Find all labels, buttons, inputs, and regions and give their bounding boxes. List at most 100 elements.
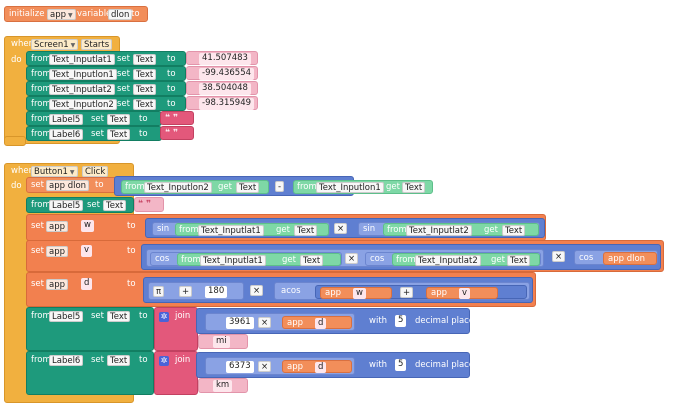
property-dropdown[interactable]: Text [300, 255, 324, 266]
button1-component-dropdown[interactable]: Button1▼ [31, 166, 78, 177]
component-dropdown[interactable]: Text_Inputlon2 [49, 99, 117, 110]
sin-lat2-block[interactable]: sin from Text_Inputlat2 get Text [358, 222, 540, 236]
set-app-d-block[interactable]: set app d to π + 180 × acos app w + [26, 272, 536, 307]
acos-block[interactable]: acos app w + app v [274, 282, 530, 300]
text-property-dropdown[interactable]: Text [107, 311, 131, 322]
scope-dropdown[interactable]: app [46, 221, 68, 232]
cos-lat1-block[interactable]: cos from Text_Inputlat1 get Text [150, 252, 342, 266]
text-property-dropdown[interactable]: Text [107, 129, 131, 140]
minus-block[interactable]: from Text_Inputlon2 get Text - from Text… [114, 176, 433, 196]
text-property-dropdown[interactable]: Text [107, 114, 131, 125]
d-var-name[interactable]: d [81, 278, 93, 290]
component-dropdown[interactable]: Text_Inputlat1 [198, 225, 264, 236]
sin-lat1-block[interactable]: sin from Text_Inputlat1 get Text [152, 222, 330, 236]
unit-string-mi[interactable]: mi [198, 334, 248, 349]
component-dropdown[interactable]: Text_Inputlat2 [49, 84, 115, 95]
component-dropdown[interactable]: Text_Inputlon2 [144, 182, 212, 193]
label5-dropdown[interactable]: Label5 [49, 311, 84, 322]
component-dropdown[interactable]: Text_Inputlat1 [49, 54, 115, 65]
get-text-inputlon2-block[interactable]: from Text_Inputlon2 get Text [121, 180, 269, 194]
plus-operator[interactable]: + [400, 287, 414, 298]
string-block[interactable]: 41.507483 [186, 51, 258, 65]
set-app-w-block[interactable]: set app w to sin from Text_Inputlat1 get… [26, 214, 546, 241]
divide-operator[interactable]: + [179, 286, 193, 297]
gear-icon[interactable]: ✲ [159, 356, 169, 366]
text-property-dropdown[interactable]: Text [103, 200, 127, 211]
minus-operator-dropdown[interactable]: - [275, 181, 285, 192]
component-dropdown[interactable]: Text_Inputlon1 [316, 182, 384, 193]
screen1-component-dropdown[interactable]: Screen1▼ [31, 39, 79, 50]
init-scope-field[interactable]: app▼ [47, 9, 76, 20]
number-3961[interactable]: 3961 [226, 317, 254, 329]
times-operator[interactable]: × [258, 317, 272, 328]
empty-string-block[interactable]: ❝ ❞ [134, 197, 164, 212]
get-app-w-block[interactable]: app w [320, 287, 392, 299]
w-var-name[interactable]: w [81, 220, 94, 232]
unit-string-km[interactable]: km [198, 378, 248, 393]
string-value[interactable]: -98.315949 [199, 98, 255, 110]
string-block[interactable]: ❝ ❞ [160, 111, 194, 125]
component-dropdown[interactable]: Label6 [49, 129, 84, 140]
places-number[interactable]: 5 [395, 315, 407, 327]
pi-divide-block[interactable]: π + 180 [148, 282, 244, 300]
w-name[interactable]: w [353, 288, 366, 299]
component-dropdown[interactable]: Text_Inputlat2 [406, 225, 472, 236]
string-value[interactable]: 41.507483 [199, 53, 251, 65]
set-app-dlon-block[interactable]: set app dlon to [26, 177, 126, 193]
property-dropdown[interactable]: Text [402, 182, 426, 193]
set-label6-join-block[interactable]: from Label6 set Text to [26, 351, 154, 395]
click-event-dropdown[interactable]: Click [82, 166, 109, 177]
text-property-dropdown[interactable]: Text [133, 69, 157, 80]
get-app-d-block[interactable]: app d [282, 316, 352, 329]
component-dropdown[interactable]: Label5 [49, 114, 84, 125]
v-var-name[interactable]: v [81, 245, 93, 257]
get-lat2-block[interactable]: from Text_Inputlat2 get Text [392, 253, 540, 266]
text-property-dropdown[interactable]: Text [133, 54, 157, 65]
plus-block[interactable]: app w + app v [315, 285, 527, 299]
get-app-v-block[interactable]: app v [426, 287, 498, 299]
get-lat2-block[interactable]: from Text_Inputlat2 get Text [383, 223, 539, 236]
component-dropdown[interactable]: Text_Inputlat1 [200, 255, 266, 266]
unit-mi[interactable]: mi [213, 336, 230, 348]
d-name[interactable]: d [315, 318, 327, 329]
times-operator[interactable]: × [250, 285, 264, 296]
string-block[interactable]: ❝ ❞ [160, 126, 194, 140]
places-number[interactable]: 5 [395, 359, 407, 371]
multiply-sin-block[interactable]: sin from Text_Inputlat1 get Text × sin f… [145, 218, 545, 238]
times-operator[interactable]: × [552, 251, 566, 262]
string-value[interactable]: -99.436554 [199, 68, 255, 80]
property-dropdown[interactable]: Text [507, 255, 531, 266]
initialize-global-block[interactable]: initialize app▼ variable dlon to [4, 6, 148, 22]
component-dropdown[interactable]: Text_Inputlon1 [49, 69, 117, 80]
number-180[interactable]: 180 [205, 286, 228, 298]
multiply-6373-block[interactable]: 6373 × app d [205, 357, 355, 375]
set-app-v-block[interactable]: set app v to cos from Text_Inputlat1 get… [26, 240, 664, 272]
multiply-3961-block[interactable]: 3961 × app d [205, 313, 355, 331]
number-6373[interactable]: 6373 [226, 361, 254, 373]
set-label5-join-block[interactable]: from Label5 set Text to [26, 307, 154, 351]
scope-dropdown[interactable]: app [46, 246, 68, 257]
starts-event-dropdown[interactable]: Starts [81, 39, 113, 50]
format-decimal-block-mi[interactable]: 3961 × app d with 5 decimal places [196, 308, 479, 334]
cos-product-block[interactable]: cos from Text_Inputlat1 get Text × cos f… [146, 249, 544, 267]
format-decimal-block-km[interactable]: 6373 × app d with 5 decimal places [196, 352, 479, 378]
component-dropdown[interactable]: Text_Inputlat2 [415, 255, 481, 266]
d-name[interactable]: d [315, 362, 327, 373]
set-app-dlon-dropdown[interactable]: app dlon [46, 180, 90, 191]
scope-dropdown[interactable]: app [46, 279, 68, 290]
times-operator[interactable]: × [258, 361, 272, 372]
string-block[interactable]: -98.315949 [186, 96, 258, 110]
times-operator[interactable]: × [334, 223, 348, 234]
join-block-km[interactable]: ✲ join [154, 351, 198, 395]
set-label5-text-block[interactable]: from Label5 set Text [26, 197, 134, 213]
text-property-dropdown[interactable]: Text [133, 84, 157, 95]
get-app-d-block[interactable]: app d [282, 360, 352, 373]
label5-dropdown[interactable]: Label5 [49, 200, 84, 211]
get-lat1-block[interactable]: from Text_Inputlat1 get Text [175, 223, 329, 236]
cos-lat2-block[interactable]: cos from Text_Inputlat2 get Text [365, 252, 541, 266]
